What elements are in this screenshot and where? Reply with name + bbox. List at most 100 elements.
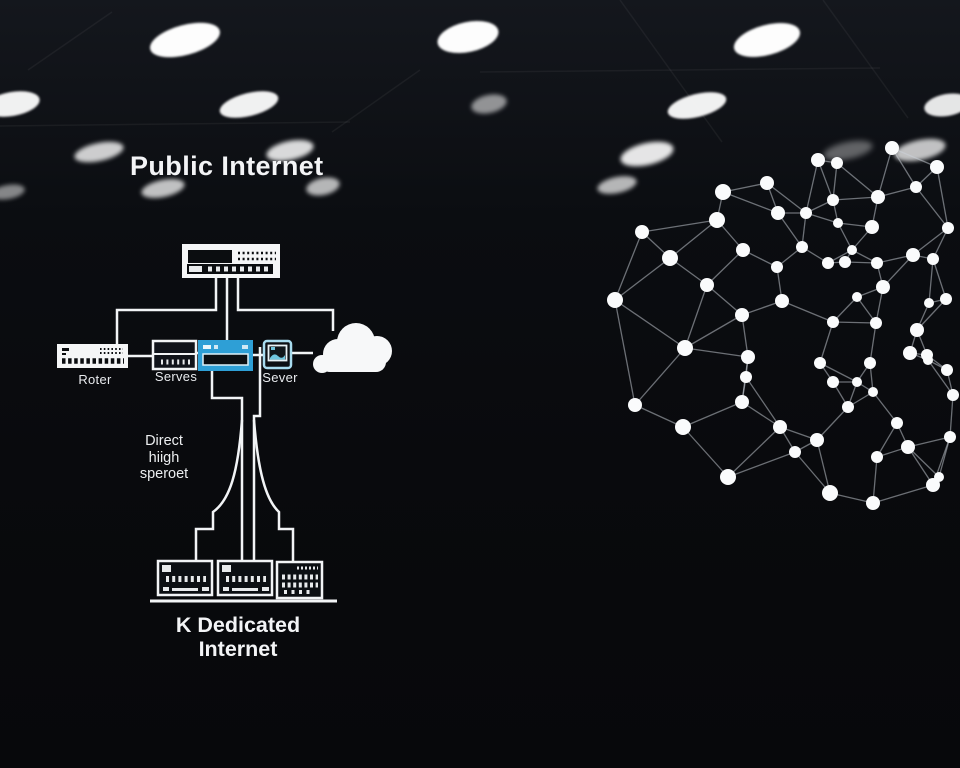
mesh-node (906, 248, 920, 262)
mesh-node (903, 346, 917, 360)
mesh-node (771, 206, 785, 220)
mesh-node (789, 446, 801, 458)
mesh-edge (722, 191, 779, 214)
dedicated-internet-caption: K Dedicated Internet (137, 613, 339, 661)
mesh-edge (741, 401, 781, 428)
mesh-edge (816, 406, 849, 441)
mesh-node (740, 371, 752, 383)
mesh-edge (819, 362, 858, 383)
mesh-edge (912, 227, 949, 256)
mesh-node (675, 419, 691, 435)
rack-server-2-icon (216, 559, 274, 597)
mesh-node (635, 225, 649, 239)
mesh-node (773, 420, 787, 434)
mesh-edge (816, 439, 831, 494)
mesh-node (709, 212, 725, 228)
mesh-node (852, 292, 862, 302)
rack-server-3-icon (275, 560, 324, 600)
mesh-node (628, 398, 642, 412)
mesh-edge (928, 258, 934, 304)
mesh-edge (932, 258, 947, 300)
mesh-edge (805, 159, 819, 214)
mesh-edge (891, 147, 917, 188)
mesh-edge (907, 446, 934, 486)
mesh-node (871, 257, 883, 269)
mesh-edge (669, 219, 718, 259)
mesh-node (947, 389, 959, 401)
switch-label: Serves (154, 369, 198, 384)
mesh-node (885, 141, 899, 155)
mesh-node (940, 293, 952, 305)
mesh-node (901, 440, 915, 454)
mesh-node (700, 278, 714, 292)
server-label: Sever (262, 370, 298, 385)
mesh-node (811, 153, 825, 167)
mesh-node (831, 157, 843, 169)
mesh-edge (891, 147, 938, 168)
mesh-node (822, 485, 838, 501)
mesh-edge (682, 401, 743, 428)
mesh-edge (684, 314, 743, 349)
mesh-node (822, 257, 834, 269)
mesh-edge (766, 182, 807, 214)
mesh-edge (682, 426, 729, 478)
mesh-edge (949, 394, 954, 438)
mesh-edge (684, 347, 749, 358)
mesh-node (847, 245, 857, 255)
mesh-node (870, 317, 882, 329)
mesh-edge (684, 284, 708, 349)
mesh-node (927, 253, 939, 265)
mesh-node (865, 220, 879, 234)
mesh-edge (614, 299, 636, 406)
mesh-node (715, 184, 731, 200)
mesh-edge (614, 231, 643, 301)
mesh-edge (927, 359, 954, 396)
mesh-node (720, 469, 736, 485)
mesh-edge (837, 222, 853, 251)
mesh-node (942, 222, 954, 234)
mesh-node (926, 478, 940, 492)
server-device-icon (262, 339, 293, 370)
mesh-edge (781, 300, 834, 323)
public-internet-title: Public Internet (130, 151, 324, 181)
mesh-node (607, 292, 623, 308)
mesh-edge (614, 299, 686, 349)
note-line-2: hiigh (148, 449, 180, 466)
mesh-edge (634, 404, 684, 428)
mesh-node (923, 355, 933, 365)
mesh-node (814, 357, 826, 369)
mesh-edge (741, 314, 749, 358)
mesh-edge (877, 147, 893, 198)
mesh-node (864, 357, 876, 369)
mesh-node (871, 190, 885, 204)
mesh-edge (916, 298, 947, 331)
mesh-node (775, 294, 789, 308)
mesh-edge (634, 347, 686, 406)
mesh-node (866, 496, 880, 510)
mesh-edge (817, 159, 834, 201)
direct-high-speed-note: Direct hiigh speroet (112, 433, 216, 483)
mesh-edge (876, 422, 898, 458)
core-router-device-icon (182, 244, 280, 278)
note-line-1: Direct (145, 433, 183, 449)
switch-device-icon (151, 339, 198, 371)
mesh-edge (832, 196, 879, 201)
mesh-node (735, 308, 749, 322)
mesh-node (800, 207, 812, 219)
mesh-edge (832, 321, 877, 324)
mesh-edge (915, 186, 949, 229)
mesh-edge (614, 257, 671, 301)
mesh-node (827, 376, 839, 388)
mesh-node (842, 401, 854, 413)
mesh-node (944, 431, 956, 443)
edge-router-device-icon (57, 344, 128, 368)
mesh-edge (869, 322, 877, 364)
router-label: Roter (78, 372, 112, 387)
mesh-node (941, 364, 953, 376)
mesh-node (871, 451, 883, 463)
mesh-edge (936, 166, 949, 229)
mesh-node (796, 241, 808, 253)
